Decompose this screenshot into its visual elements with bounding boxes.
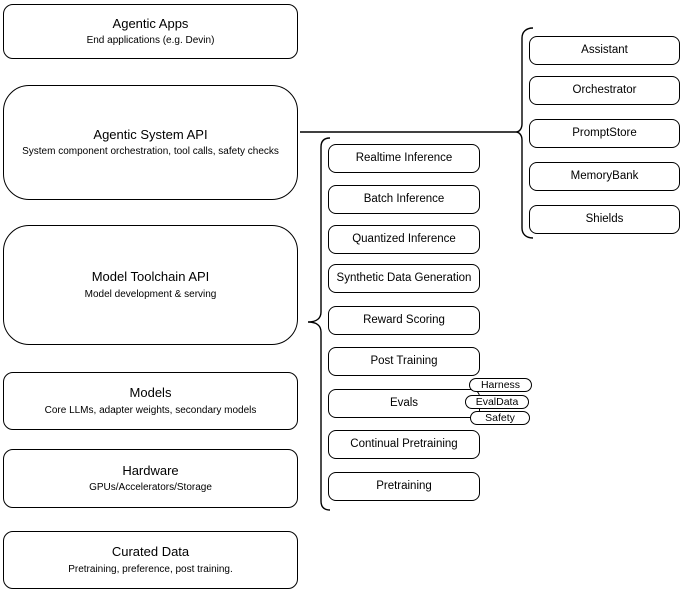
service-quantized-inference: Quantized Inference — [328, 225, 480, 254]
eval-tag-safety: Safety — [470, 411, 530, 425]
service-reward-scoring: Reward Scoring — [328, 306, 480, 335]
service-synthetic-data-generation: Synthetic Data Generation — [328, 264, 480, 293]
node-agentic-system-api: Agentic System API System component orch… — [3, 85, 298, 200]
toolchain-brace — [307, 137, 331, 511]
node-subtitle: End applications (e.g. Devin) — [86, 35, 215, 47]
component-label: Orchestrator — [572, 83, 637, 96]
component-label: Assistant — [581, 43, 628, 56]
node-subtitle: Pretraining, preference, post training. — [68, 563, 233, 575]
component-label: MemoryBank — [570, 169, 639, 182]
node-title: Curated Data — [111, 544, 190, 560]
service-label: Reward Scoring — [363, 313, 445, 326]
node-subtitle: Core LLMs, adapter weights, secondary mo… — [44, 404, 257, 416]
node-title: Agentic System API — [93, 126, 208, 142]
component-shields: Shields — [529, 205, 680, 234]
component-assistant: Assistant — [529, 36, 680, 65]
node-title: Agentic Apps — [112, 15, 189, 31]
component-memorybank: MemoryBank — [529, 162, 680, 191]
eval-tag-evaldata: EvalData — [465, 395, 529, 409]
node-agentic-apps: Agentic Apps End applications (e.g. Devi… — [3, 4, 298, 59]
system-components-brace — [515, 27, 534, 239]
node-title: Models — [129, 385, 172, 401]
service-evals: Evals — [328, 389, 480, 418]
service-batch-inference: Batch Inference — [328, 185, 480, 214]
service-post-training: Post Training — [328, 347, 480, 376]
eval-tag-label: EvalData — [475, 395, 519, 408]
node-hardware: Hardware GPUs/Accelerators/Storage — [3, 449, 298, 508]
service-continual-pretraining: Continual Pretraining — [328, 430, 480, 459]
service-pretraining: Pretraining — [328, 472, 480, 501]
node-title: Hardware — [122, 462, 179, 478]
node-models: Models Core LLMs, adapter weights, secon… — [3, 372, 298, 430]
service-label: Post Training — [370, 354, 438, 367]
service-label: Synthetic Data Generation — [336, 271, 472, 284]
service-label: Realtime Inference — [355, 151, 453, 164]
eval-tag-label: Safety — [485, 411, 515, 424]
service-label: Pretraining — [376, 479, 432, 492]
node-curated-data: Curated Data Pretraining, preference, po… — [3, 531, 298, 589]
eval-tag-label: Harness — [480, 378, 521, 391]
node-model-toolchain-api: Model Toolchain API Model development & … — [3, 225, 298, 345]
component-label: Shields — [585, 212, 624, 225]
node-subtitle: System component orchestration, tool cal… — [22, 146, 279, 158]
service-realtime-inference: Realtime Inference — [328, 144, 480, 173]
node-subtitle: Model development & serving — [84, 288, 217, 300]
service-label: Continual Pretraining — [350, 437, 458, 450]
node-title: Model Toolchain API — [91, 269, 210, 285]
service-label: Batch Inference — [363, 192, 445, 205]
node-subtitle: GPUs/Accelerators/Storage — [89, 482, 212, 494]
eval-tag-harness: Harness — [469, 378, 532, 392]
service-label: Evals — [389, 396, 419, 409]
component-label: PromptStore — [572, 126, 637, 139]
service-label: Quantized Inference — [352, 232, 456, 245]
component-promptstore: PromptStore — [529, 119, 680, 148]
component-orchestrator: Orchestrator — [529, 76, 680, 105]
